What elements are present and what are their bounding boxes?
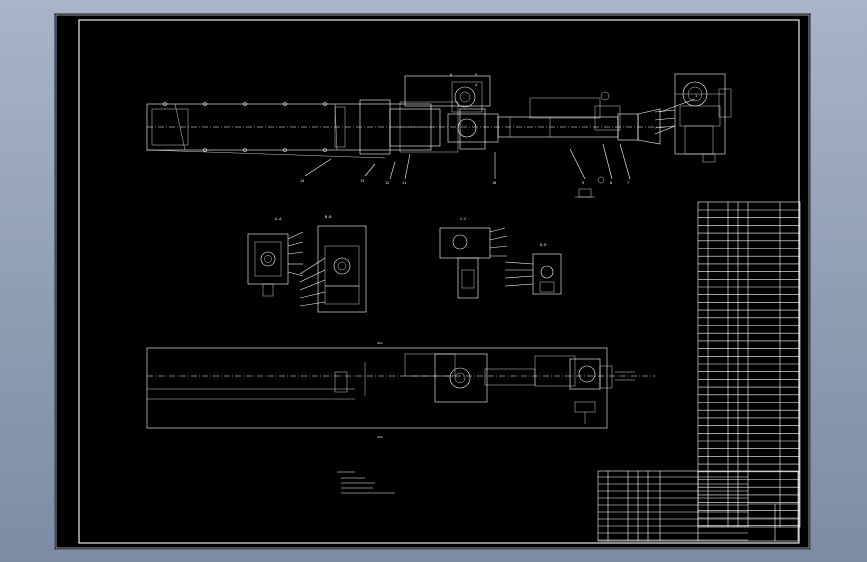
parts-list-table [697, 201, 801, 528]
svg-text:1: 1 [695, 94, 697, 98]
svg-text:13: 13 [360, 179, 364, 183]
drive-side-view [654, 73, 732, 163]
section-view-c: C-C [439, 217, 508, 299]
svg-text:B-B: B-B [325, 215, 331, 219]
engineering-drawing: 14 13 12 11 10 9 8 7 1 6 5 4 [55, 14, 810, 549]
title-block [597, 470, 799, 542]
technical-notes [337, 471, 395, 494]
svg-text:dim: dim [377, 435, 383, 439]
svg-text:A-A: A-A [275, 217, 282, 221]
main-conveyor-elevation: 14 13 12 11 10 9 8 7 1 6 5 4 [146, 73, 697, 198]
drawing-border [55, 14, 810, 549]
svg-text:14: 14 [300, 179, 304, 183]
section-view-d: D-D [504, 243, 562, 295]
svg-text:10: 10 [492, 181, 496, 185]
svg-text:4: 4 [475, 83, 477, 87]
svg-text:C-C: C-C [460, 217, 466, 221]
svg-text:7: 7 [627, 181, 629, 185]
svg-text:dim: dim [377, 341, 383, 345]
svg-text:9: 9 [582, 181, 584, 185]
svg-text:5: 5 [475, 73, 477, 77]
svg-text:6: 6 [450, 73, 452, 77]
section-view-a: A-A [247, 217, 304, 297]
svg-text:8: 8 [610, 181, 612, 185]
svg-text:D-D: D-D [540, 243, 546, 247]
svg-text:11: 11 [402, 181, 406, 185]
section-view-b: B-B [299, 215, 367, 313]
svg-text:12: 12 [385, 181, 389, 185]
conveyor-plan-view: dim dim [146, 341, 655, 439]
cad-viewport[interactable]: 14 13 12 11 10 9 8 7 1 6 5 4 [55, 14, 810, 549]
